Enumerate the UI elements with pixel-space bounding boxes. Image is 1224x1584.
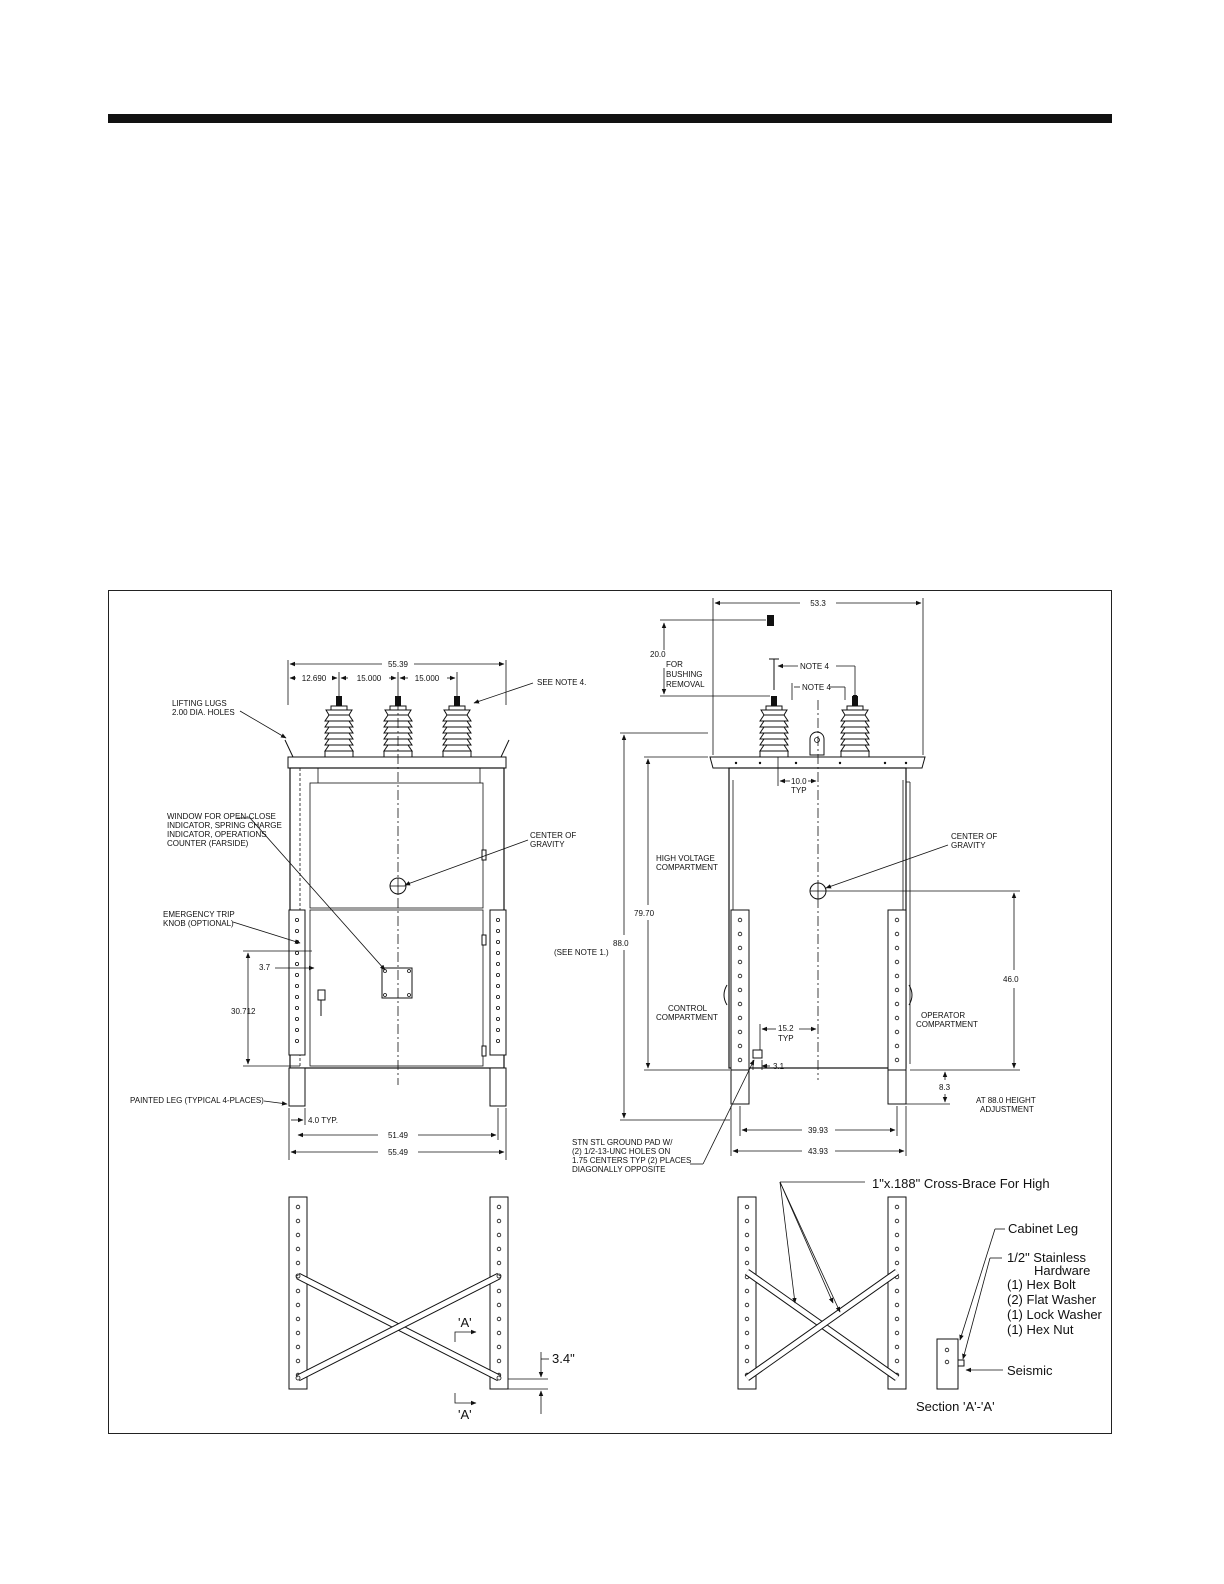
bushing-removal-label-2: FOR [666,660,683,669]
hardware-label-2: Hardware [1034,1263,1090,1278]
dim-30-712: 30.712 [231,1007,256,1016]
bushing-removal-label-3: BUSHING [666,670,702,679]
section-title: Section 'A'-'A' [916,1399,995,1414]
cross-brace-front: 3.4" 'A' 'A' [288,1196,575,1422]
dim-51-49: 51.49 [388,1131,409,1140]
lifting-lugs-label: LIFTING LUGS [172,699,227,708]
see-note4-label: SEE NOTE 4. [537,678,586,687]
dim-46-0: 46.0 [1003,975,1019,984]
spacing-1-label: 12.690 [302,674,327,683]
dim-3-7: 3.7 [259,963,271,972]
typ-label-a: TYP [791,786,807,795]
window-label-3: INDICATOR, OPERATIONS [167,830,267,839]
cross-brace-label: 1"x.188" Cross-Brace For High [872,1176,1050,1191]
bushing-removal-label-1: 20.0 [650,650,666,659]
hv-compartment-label: HIGH VOLTAGE [656,854,715,863]
hardware-label-4: (2) Flat Washer [1007,1292,1097,1307]
header-rule [108,114,1112,123]
spacing-2-label: 15.000 [357,674,382,683]
dim-55-49: 55.49 [388,1148,409,1157]
ground-pad [752,1049,763,1059]
dim-3-4: 3.4" [552,1351,575,1366]
dim-79-70: 79.70 [634,909,655,918]
operator-compartment-label: OPERATOR [921,1011,965,1020]
hardware-label-6: (1) Hex Nut [1007,1322,1074,1337]
dim-10-0: 10.0 [791,777,807,786]
note4-label-b: NOTE 4 [802,683,831,692]
dim-39-93: 39.93 [808,1126,829,1135]
ground-pad-label-4: DIAGONALLY OPPOSITE [572,1165,666,1174]
side-view: 53.3 20.0 FOR BUSHING REMOVAL NOTE 4 NOT… [554,598,1036,1174]
window-label-1: WINDOW FOR OPEN-CLOSE [167,812,276,821]
hardware-label-1: 1/2" Stainless [1007,1250,1087,1265]
bushing-removal-marker [767,615,774,626]
drawing-frame [108,590,1112,1434]
lifting-lugs-holes-label: 2.00 DIA. HOLES [172,708,235,717]
control-compartment-label: CONTROL [668,1004,708,1013]
operator-compartment-label-2: COMPARTMENT [916,1020,978,1029]
seismic-label: Seismic [1007,1363,1053,1378]
section-a-marker-bottom: 'A' [458,1407,472,1422]
ground-pad-label-3: 1.75 CENTERS TYP (2) PLACES [572,1156,691,1165]
dim-3-1: 3.1 [773,1062,785,1071]
control-compartment-label-2: COMPARTMENT [656,1013,718,1022]
front-view: 55.39 12.690 15.000 15.000 SEE NOTE 4. L… [130,660,586,1160]
cog-front-label-2: GRAVITY [530,840,565,849]
bushing-removal-label-4: REMOVAL [666,680,705,689]
front-width-label: 55.39 [388,660,409,669]
note4-label-a: NOTE 4 [800,662,829,671]
at88-label-2: ADJUSTMENT [980,1105,1034,1114]
at88-label: AT 88.0 HEIGHT [976,1096,1036,1105]
dim-8-3: 8.3 [939,1083,951,1092]
cross-brace-side: 1"x.188" Cross-Brace For High [737,1176,1050,1390]
hv-compartment-label-2: COMPARTMENT [656,863,718,872]
section-a-marker-top: 'A' [458,1315,472,1330]
hardware-label-5: (1) Lock Washer [1007,1307,1103,1322]
cabinet-leg-label: Cabinet Leg [1008,1221,1078,1236]
spacing-3-label: 15.000 [415,674,440,683]
cog-side-label-2: GRAVITY [951,841,986,850]
ground-pad-label-2: (2) 1/2-13-UNC HOLES ON [572,1147,670,1156]
hardware-label-3: (1) Hex Bolt [1007,1277,1076,1292]
ground-pad-label-1: STN STL GROUND PAD W/ [572,1138,673,1147]
dim-88-0: 88.0 [613,939,629,948]
painted-leg-label: PAINTED LEG (TYPICAL 4-PLACES) [130,1096,264,1105]
side-width-label: 53.3 [810,599,826,608]
dim-4-typ: 4.0 TYP. [308,1116,338,1125]
dim-43-93: 43.93 [808,1147,829,1156]
dim-15-2: 15.2 [778,1024,794,1033]
cog-front-label: CENTER OF [530,831,576,840]
window-label-2: INDICATOR, SPRING CHARGE [167,821,282,830]
emergency-trip-label: EMERGENCY TRIP [163,910,235,919]
emergency-trip-label-2: KNOB (OPTIONAL) [163,919,234,928]
typ-label-b: TYP [778,1034,794,1043]
see-note1-label: (SEE NOTE 1.) [554,948,609,957]
window-label-4: COUNTER (FARSIDE) [167,839,249,848]
cog-side-label: CENTER OF [951,832,997,841]
section-a-a-detail: Cabinet Leg 1/2" Stainless Hardware (1) … [916,1221,1103,1414]
